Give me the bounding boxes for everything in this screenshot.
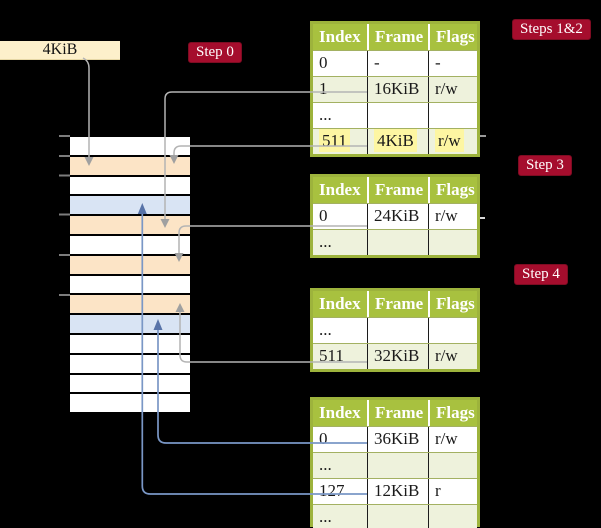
cell-index: ...: [319, 105, 332, 124]
table-row: ...: [313, 102, 477, 128]
header-index: Index: [319, 403, 361, 422]
cell-flags: r/w: [428, 427, 477, 452]
memory-row-free: [70, 235, 190, 256]
highlighted-value: 4KiB: [374, 129, 417, 152]
memory-row-free: [70, 374, 190, 395]
highlighted-value: r/w: [435, 129, 464, 152]
cell-index: ...: [319, 320, 332, 339]
cell-index: ...: [319, 455, 332, 474]
header-flags: Flags: [428, 177, 477, 203]
header-flags: Flags: [428, 291, 477, 317]
cell-flags: [428, 103, 477, 128]
table-row: 0 24KiB r/w: [313, 203, 477, 229]
table-header: Index Frame Flags: [313, 24, 477, 50]
page-table-level2: Index Frame Flags ... 511 32KiB r/w: [310, 288, 480, 372]
header-flags: Flags: [428, 24, 477, 50]
header-index: Index: [319, 180, 361, 199]
table-row: ...: [313, 452, 477, 478]
page-table-level1: Index Frame Flags 0 36KiB r/w ... 127 12…: [310, 397, 480, 528]
header-index: Index: [319, 294, 361, 313]
cell-frame: 24KiB: [367, 204, 428, 229]
highlighted-value: 511: [319, 129, 350, 152]
cell-flags: [428, 318, 477, 343]
table-header: Index Frame Flags: [313, 400, 477, 426]
cell-flags: -: [428, 51, 477, 76]
table-row: 127 12KiB r: [313, 478, 477, 504]
cell-frame: 32KiB: [367, 344, 428, 369]
table-row: 511 32KiB r/w: [313, 343, 477, 369]
memory-row-free: [70, 354, 190, 375]
cr3-value-box: 4KiB: [0, 41, 120, 60]
cell-flags: r/w: [428, 344, 477, 369]
cell-frame: [367, 318, 428, 343]
cell-index: 0: [319, 206, 328, 225]
cr3-value-label: 4KiB: [42, 41, 78, 58]
cell-flags: r/w: [428, 129, 477, 154]
badge-step-3-label: Step 3: [526, 157, 564, 173]
cell-flags: r/w: [428, 77, 477, 102]
badge-step-4-label: Step 4: [522, 266, 560, 282]
address-tick-marks: [59, 135, 70, 296]
memory-row-page-table: [70, 255, 190, 276]
cell-frame: [367, 230, 428, 255]
memory-row-mapped-page: [70, 315, 190, 335]
cell-index: 511: [313, 129, 367, 154]
cell-flags: [428, 230, 477, 255]
table-row: ...: [313, 504, 477, 528]
badge-step-3: Step 3: [518, 155, 572, 176]
cell-flags: [428, 505, 477, 528]
badge-step-0-label: Step 0: [196, 44, 234, 60]
memory-row-mapped-page: [70, 196, 190, 217]
cell-frame: [367, 453, 428, 478]
memory-row-page-table: [70, 216, 190, 236]
physical-memory-strip: [70, 137, 190, 415]
badge-steps-1-2-label: Steps 1&2: [520, 21, 583, 37]
table-row: ...: [313, 229, 477, 255]
cell-frame: 4KiB: [367, 129, 428, 154]
table-row: 1 16KiB r/w: [313, 76, 477, 102]
cell-frame: 12KiB: [367, 479, 428, 504]
memory-row-free: [70, 275, 190, 296]
memory-row-free: [70, 334, 190, 355]
cell-frame: 36KiB: [367, 427, 428, 452]
cell-index: 0: [319, 53, 328, 72]
table-row: 0 - -: [313, 50, 477, 76]
badge-steps-1-2: Steps 1&2: [512, 19, 591, 40]
table-header: Index Frame Flags: [313, 177, 477, 203]
table-row: ...: [313, 317, 477, 343]
cell-flags: r: [428, 479, 477, 504]
cell-index: 127: [319, 481, 345, 500]
cell-flags: r/w: [428, 204, 477, 229]
badge-step-4: Step 4: [514, 264, 568, 285]
cell-frame: -: [367, 51, 428, 76]
cell-flags: [428, 453, 477, 478]
memory-row-page-table: [70, 295, 190, 316]
table-row: 0 36KiB r/w: [313, 426, 477, 452]
header-index: Index: [319, 27, 361, 46]
memory-row-free: [70, 176, 190, 197]
memory-row-free: [70, 394, 190, 415]
cell-index: ...: [319, 507, 332, 526]
header-frame: Frame: [367, 400, 428, 426]
header-frame: Frame: [367, 177, 428, 203]
cell-index: 0: [319, 429, 328, 448]
cell-frame: [367, 505, 428, 528]
page-table-level3: Index Frame Flags 0 24KiB r/w ...: [310, 174, 480, 258]
memory-row-page-table: [70, 156, 190, 177]
badge-step-0: Step 0: [188, 42, 242, 63]
cell-frame: [367, 103, 428, 128]
table-row-recursive-entry: 511 4KiB r/w: [313, 128, 477, 154]
memory-row-free: [70, 137, 190, 157]
header-frame: Frame: [367, 291, 428, 317]
cell-index: 511: [319, 346, 344, 365]
cell-index: 1: [319, 79, 328, 98]
header-frame: Frame: [367, 24, 428, 50]
cell-frame: 16KiB: [367, 77, 428, 102]
table-header: Index Frame Flags: [313, 291, 477, 317]
page-table-level4: Index Frame Flags 0 - - 1 16KiB r/w ... …: [310, 21, 480, 157]
cell-index: ...: [319, 232, 332, 251]
header-flags: Flags: [428, 400, 477, 426]
